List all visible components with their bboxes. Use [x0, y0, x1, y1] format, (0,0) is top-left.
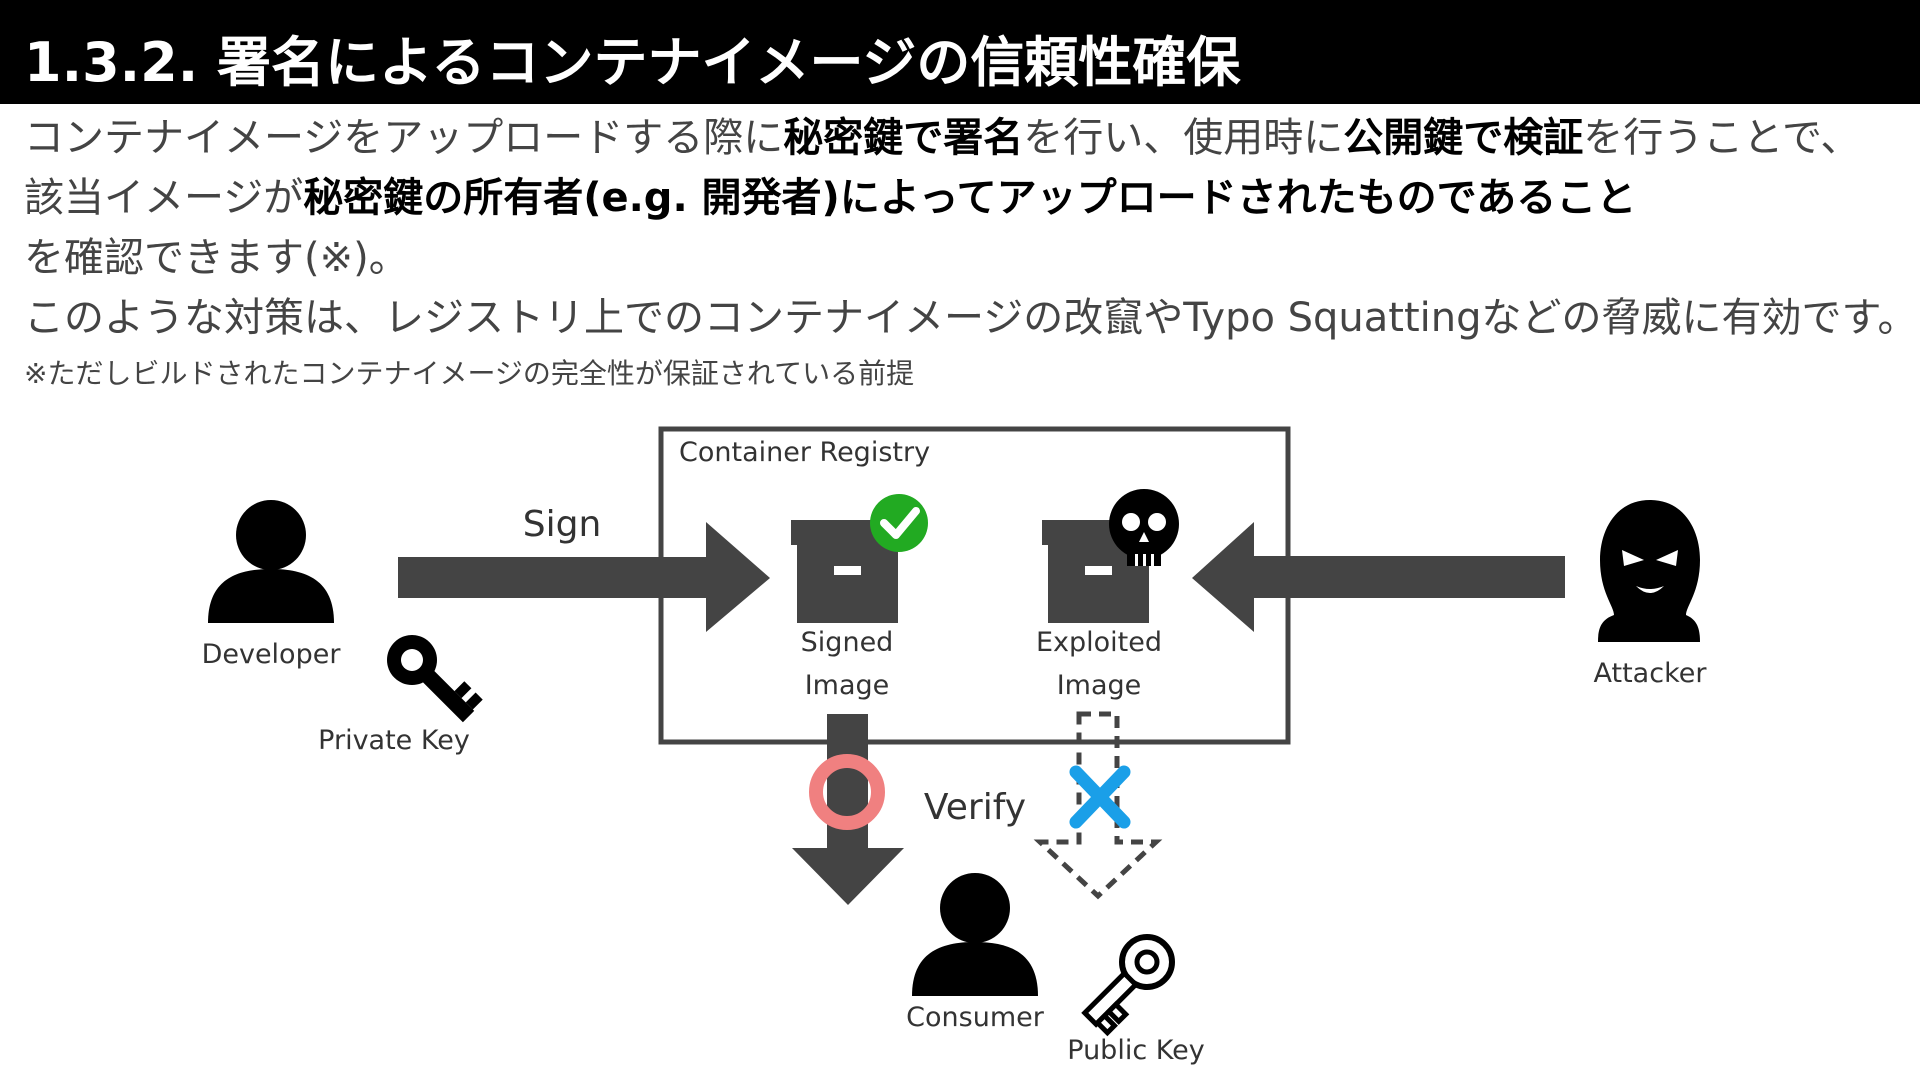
footnote: ※ただしビルドされたコンテナイメージの完全性が保証されている前提 [24, 357, 915, 390]
check-icon [870, 494, 928, 552]
attack-arrow [1192, 522, 1565, 632]
consumer-person-icon [912, 873, 1038, 996]
verify-arrow-signed [792, 714, 904, 905]
title-bar: 1.3.2. 署名によるコンテナイメージの信頼性確保 [0, 0, 1920, 104]
registry-label: Container Registry [679, 437, 930, 468]
sign-label: Sign [523, 504, 602, 545]
text-segment: このような対策は、レジストリ上でのコンテナイメージの改竄やTypo Squatt… [24, 295, 1918, 341]
private-key-icon [387, 635, 483, 723]
developer-label: Developer [202, 639, 342, 670]
signed-image-label-line-1: Signed [801, 627, 894, 658]
text-segment: 該当イメージが [24, 175, 304, 221]
paragraph-line-4: このような対策は、レジストリ上でのコンテナイメージの改竄やTypo Squatt… [24, 288, 1918, 348]
emphasis-public-key-verify: 公開鍵で検証 [1343, 115, 1584, 161]
exploited-image-label-line-2: Image [1057, 670, 1142, 701]
signed-image-label-line-2: Image [805, 670, 890, 701]
text-segment: を行い、使用時に [1023, 115, 1344, 161]
paragraph-line-3: を確認できます(※)。 [24, 228, 1914, 288]
circle-ok-icon [809, 754, 885, 830]
text-segment: を行うことで、 [1583, 115, 1861, 161]
private-key-label: Private Key [318, 725, 470, 756]
verify-arrow-exploited [1033, 711, 1163, 900]
exploited-image-label-line-1: Exploited [1036, 627, 1162, 658]
text-segment: を確認できます(※)。 [24, 235, 409, 281]
verify-label: Verify [924, 787, 1026, 828]
slide-title: 1.3.2. 署名によるコンテナイメージの信頼性確保 [24, 31, 1241, 94]
paragraph-line-2: 該当イメージが秘密鍵の所有者(e.g. 開発者)によってアップロードされたもので… [24, 168, 1914, 228]
developer-person-icon [208, 500, 334, 623]
consumer-label: Consumer [906, 1002, 1045, 1033]
attacker-mask-icon [1598, 500, 1700, 642]
attacker-label: Attacker [1594, 658, 1708, 689]
emphasis-private-key-sign: 秘密鍵で署名 [783, 115, 1024, 161]
emphasis-owner-upload: 秘密鍵の所有者(e.g. 開発者)によってアップロードされたものであること [303, 175, 1637, 221]
public-key-label: Public Key [1067, 1035, 1204, 1066]
public-key-icon [1081, 934, 1175, 1037]
paragraph-line-1: コンテナイメージをアップロードする際に秘密鍵で署名を行い、使用時に公開鍵で検証を… [24, 108, 1914, 168]
skull-icon [1109, 489, 1179, 566]
cross-icon [1069, 765, 1131, 829]
text-segment: コンテナイメージをアップロードする際に [24, 115, 784, 161]
sign-arrow [398, 522, 770, 632]
body-paragraph: コンテナイメージをアップロードする際に秘密鍵で署名を行い、使用時に公開鍵で検証を… [24, 108, 1918, 348]
